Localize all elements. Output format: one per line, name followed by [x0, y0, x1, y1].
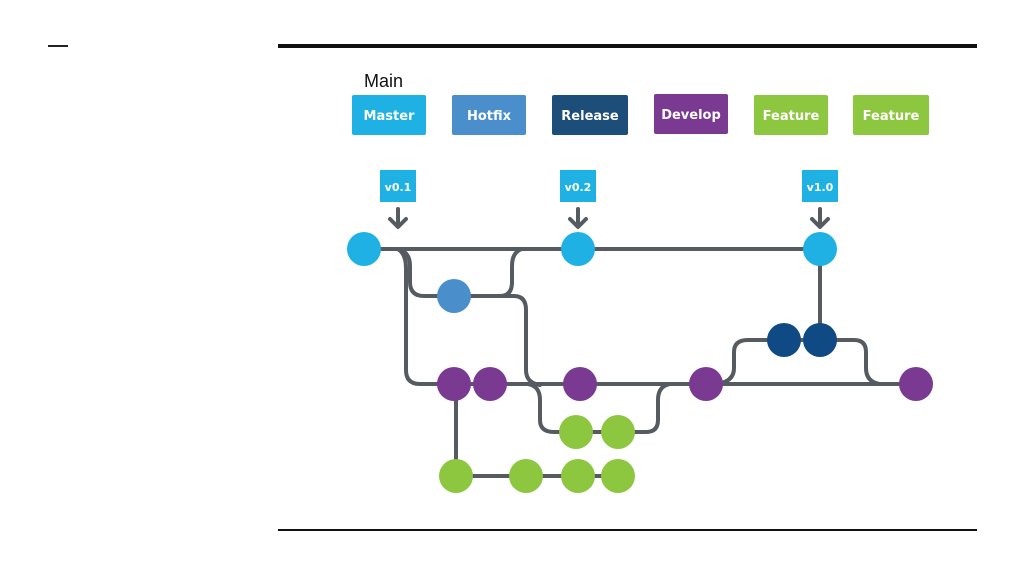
- branch-box-master: [352, 95, 426, 135]
- arrow-down-icon: [810, 207, 830, 229]
- commit-feature-node: [601, 459, 635, 493]
- branch-label-feature-2: Feature: [863, 109, 920, 124]
- branch-label-hotfix: Hotfix: [467, 109, 512, 124]
- branch-box-release: [552, 95, 628, 135]
- commit-develop-node: [563, 367, 597, 401]
- commit-feature-node: [559, 415, 593, 449]
- tag-v0-2: v0.2: [560, 170, 596, 229]
- bottom-rule: [278, 529, 977, 531]
- branch-legend-release: Release: [552, 95, 628, 135]
- commit-develop-node: [689, 367, 723, 401]
- slide-dash: [48, 45, 68, 47]
- branch-legend-master: Master: [352, 95, 426, 135]
- branch-label-release: Release: [561, 109, 619, 124]
- commit-master-node: [347, 232, 381, 266]
- commit-master-node: [803, 232, 837, 266]
- develop-origin-line: [396, 247, 454, 386]
- commit-release-node: [767, 323, 801, 357]
- commit-feature-node: [509, 459, 543, 493]
- tag-box-v0-2: [560, 170, 596, 202]
- commit-feature-node: [601, 415, 635, 449]
- branch-box-feature-1: [754, 95, 828, 135]
- tag-label-v0-2: v0.2: [565, 181, 592, 194]
- top-rule: [278, 44, 977, 48]
- commit-hotfix-node: [437, 279, 471, 313]
- version-tags: v0.1 v0.2 v1.0: [380, 170, 838, 229]
- branch-legend: Master Hotfix Release Develop Feature Fe…: [352, 94, 929, 135]
- branch-label-develop: Develop: [661, 108, 721, 123]
- branch-box-develop: [654, 94, 728, 134]
- tag-box-v0-1: [380, 170, 416, 202]
- branch-legend-develop: Develop: [654, 94, 728, 134]
- branch-label-master: Master: [364, 109, 415, 124]
- commit-develop-node: [899, 367, 933, 401]
- commit-master-node: [561, 232, 595, 266]
- commit-develop-node: [473, 367, 507, 401]
- arrow-down-icon: [388, 207, 408, 229]
- feature-loop-line: [526, 382, 672, 434]
- branch-box-hotfix: [452, 95, 526, 135]
- commit-nodes: [347, 232, 933, 493]
- branch-legend-feature-2: Feature: [853, 95, 929, 135]
- branch-box-feature-2: [853, 95, 929, 135]
- commit-develop-node: [437, 367, 471, 401]
- commit-release-node: [803, 323, 837, 357]
- branch-label-feature-1: Feature: [763, 109, 820, 124]
- branch-legend-feature-1: Feature: [754, 95, 828, 135]
- commit-feature-node: [561, 459, 595, 493]
- commit-feature-node: [439, 459, 473, 493]
- tag-v0-1: v0.1: [380, 170, 416, 229]
- arrow-down-icon: [568, 207, 588, 229]
- branch-legend-hotfix: Hotfix: [452, 95, 526, 135]
- tag-label-v1-0: v1.0: [807, 181, 834, 194]
- tag-label-v0-1: v0.1: [385, 181, 412, 194]
- tag-v1-0: v1.0: [802, 170, 838, 229]
- tag-box-v1-0: [802, 170, 838, 202]
- diagram-heading: Main: [364, 71, 404, 91]
